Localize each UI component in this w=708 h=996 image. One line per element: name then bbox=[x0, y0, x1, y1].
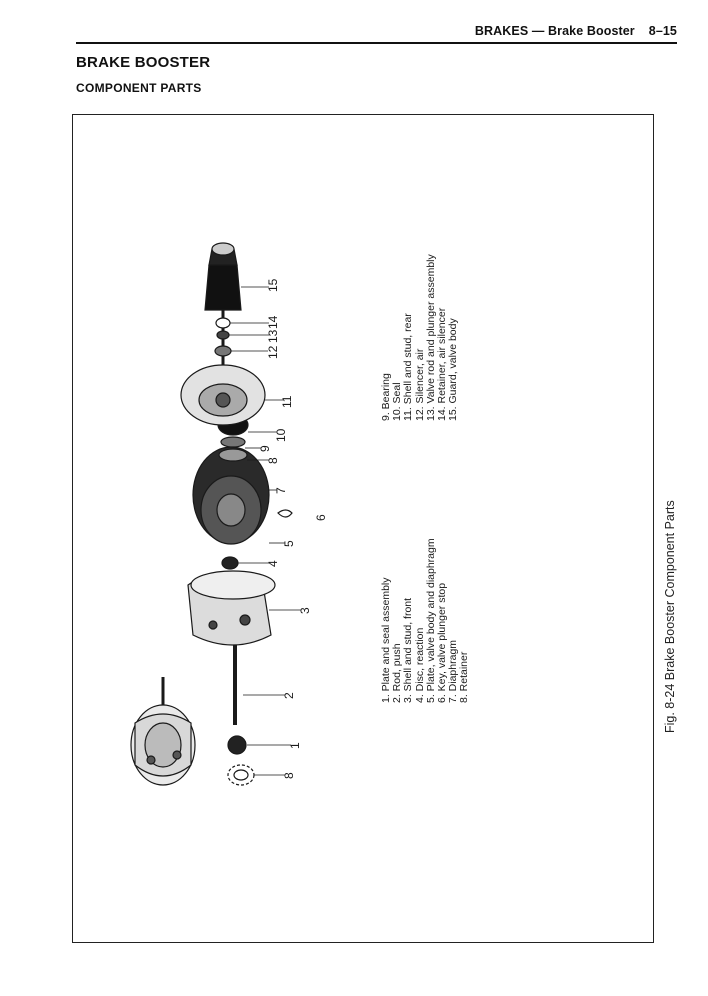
callout-8-upper: 8 bbox=[266, 457, 280, 464]
header-section: BRAKES — Brake Booster bbox=[474, 24, 635, 38]
callout-12: 12 bbox=[266, 345, 280, 359]
figure-caption: Fig. 8-24 Brake Booster Component Parts bbox=[663, 500, 677, 733]
header-text: BRAKES — Brake Booster 8–15 bbox=[475, 24, 677, 38]
callout-15: 15 bbox=[266, 278, 280, 292]
header-rule bbox=[76, 42, 677, 44]
part-valve-rod bbox=[214, 310, 232, 365]
leader-lines bbox=[229, 286, 301, 776]
callout-10: 10 bbox=[274, 428, 288, 442]
part-plate-seal-assembly bbox=[130, 677, 196, 786]
legend-item: 11. Shell and stud, rear bbox=[402, 313, 415, 421]
callout-6: 6 bbox=[314, 514, 328, 521]
part-seal bbox=[227, 735, 247, 755]
callout-4: 4 bbox=[266, 560, 280, 567]
header-page-number: 8–15 bbox=[648, 24, 677, 38]
part-guard bbox=[204, 242, 242, 311]
page-title: BRAKE BOOSTER bbox=[76, 54, 211, 71]
legend-item: 15. Guard, valve body bbox=[447, 318, 460, 421]
part-bearing bbox=[220, 436, 246, 448]
part-retainer-upper bbox=[218, 448, 248, 462]
callout-2: 2 bbox=[282, 692, 296, 699]
legend-right: 9. Bearing 10. Seal 11. Shell and stud, … bbox=[380, 254, 460, 421]
callout-13: 13 bbox=[266, 329, 280, 343]
running-header: BRAKES — Brake Booster 8–15 bbox=[0, 20, 708, 44]
page-subtitle: COMPONENT PARTS bbox=[76, 81, 202, 95]
callout-7: 7 bbox=[274, 487, 288, 494]
callout-1: 1 bbox=[288, 742, 302, 749]
legend-item: 3. Shell and stud, front bbox=[402, 597, 415, 703]
figure-frame: 1 2 3 4 5 6 7 8 8 9 10 11 12 13 14 15 1.… bbox=[72, 114, 677, 943]
part-diaphragm-plate bbox=[192, 446, 270, 545]
part-front-shell bbox=[187, 570, 276, 646]
callout-9: 9 bbox=[258, 445, 272, 452]
callout-numbers: 1 2 3 4 5 6 7 8 8 9 10 11 12 13 14 15 bbox=[258, 278, 328, 779]
callout-8-lower: 8 bbox=[282, 772, 296, 779]
part-reaction-disc bbox=[221, 556, 239, 570]
part-retainer-lower bbox=[227, 764, 255, 786]
callout-11: 11 bbox=[280, 395, 294, 408]
part-rear-shell bbox=[180, 364, 266, 426]
callout-3: 3 bbox=[298, 607, 312, 614]
part-key bbox=[277, 509, 293, 518]
legend-left: 1. Plate and seal assembly 2. Rod, push … bbox=[380, 538, 471, 703]
callout-5: 5 bbox=[282, 540, 296, 547]
callout-14: 14 bbox=[266, 315, 280, 329]
exploded-diagram: 1 2 3 4 5 6 7 8 8 9 10 11 12 13 14 15 bbox=[130, 242, 328, 786]
legend-item: 8. Retainer bbox=[458, 651, 471, 703]
